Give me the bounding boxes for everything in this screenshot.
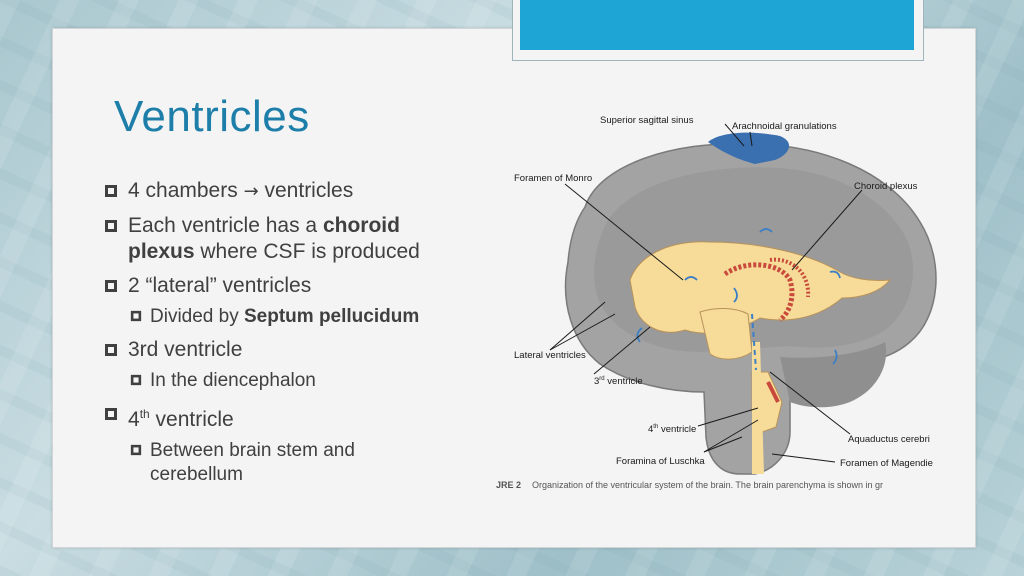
- sub-bullet-diencephalon: In the diencephalon: [104, 369, 484, 393]
- label-aquaductus-cerebri: Aquaductus cerebri: [848, 434, 930, 445]
- bullet-box-icon: [104, 343, 118, 357]
- bullet-box-icon: [130, 310, 142, 322]
- caption-text: Organization of the ventricular system o…: [532, 480, 883, 490]
- bullet-third-ventricle: 3rd ventricle: [104, 337, 484, 363]
- superscript: th: [139, 407, 150, 421]
- label-foramina-of-luschka: Foramina of Luschka: [616, 456, 705, 467]
- bullet-text: ventricles: [264, 179, 354, 202]
- bullet-box-icon: [104, 279, 118, 293]
- bullet-box-icon: [104, 219, 118, 233]
- leader-lines: [549, 123, 863, 463]
- bullet-list: 4 chambers → ventricles Each ventricle h…: [104, 178, 484, 487]
- bullet-text: ventricle: [149, 408, 234, 431]
- bold-term: choroid: [322, 214, 400, 237]
- bullet-box-icon: [104, 184, 118, 198]
- bullet-text: 4: [128, 408, 140, 431]
- bullet-box-icon: [104, 407, 118, 421]
- label-choroid-plexus: Choroid plexus: [854, 181, 918, 192]
- bullet-text: Divided by: [150, 306, 244, 327]
- label-foramen-of-magendie: Foramen of Magendie: [840, 458, 933, 469]
- bullet-box-icon: [130, 374, 142, 386]
- label-foramen-of-monro: Foramen of Monro: [514, 173, 592, 184]
- bullet-text: Between brain stem and cerebellum: [150, 440, 355, 485]
- sub-bullet-brain-stem: Between brain stem and cerebellum: [104, 439, 450, 487]
- lateral-ventricle: [629, 241, 892, 334]
- bullet-text: where CSF is produced: [194, 240, 420, 263]
- bullet-text: Each ventricle has a: [128, 214, 323, 237]
- bullet-four-chambers: 4 chambers → ventricles: [104, 178, 484, 205]
- bullet-text: 3rd ventricle: [128, 338, 243, 361]
- label-fourth-ventricle: 4th ventricle: [648, 424, 696, 435]
- choroid-plexus-fourth: [766, 381, 780, 403]
- bullet-box-icon: [130, 444, 142, 456]
- bold-term: Septum pellucidum: [244, 306, 420, 327]
- choroid-plexus: [723, 262, 795, 322]
- label-arachnoidal-granulations: Arachnoidal granulations: [732, 121, 837, 132]
- label-superior-sagittal-sinus: Superior sagittal sinus: [600, 115, 694, 126]
- superior-sagittal-sinus: [708, 132, 790, 164]
- right-arrow-icon: →: [243, 181, 259, 202]
- slide-title: Ventricles: [114, 92, 310, 141]
- accent-bar: [520, 0, 914, 50]
- label-lateral-ventricles: Lateral ventricles: [514, 350, 586, 361]
- csf-flow-arrows: [636, 228, 841, 365]
- caption-figure: JRE 2: [496, 480, 521, 490]
- label-third-ventricle: 3rd ventricle: [594, 376, 643, 387]
- choroid-plexus-lateral: [769, 257, 811, 298]
- bullet-fourth-ventricle: 4th ventricle: [104, 401, 484, 433]
- cerebellum: [780, 342, 887, 408]
- bold-term: plexus: [128, 240, 195, 263]
- bullet-lateral-ventricles: 2 “lateral” ventricles: [104, 273, 484, 299]
- bullet-text: 2 “lateral” ventricles: [128, 274, 312, 297]
- bullet-choroid-plexus: Each ventricle has a choroid plexus wher…: [104, 213, 484, 265]
- ventricle-diagram: JRE 2 Organization of the ventricular sy…: [496, 115, 937, 490]
- bullet-text: 4 chambers: [128, 179, 238, 202]
- sub-bullet-septum: Divided by Septum pellucidum: [104, 305, 484, 329]
- bullet-text: In the diencephalon: [150, 370, 316, 391]
- aqueduct-line: [751, 313, 757, 371]
